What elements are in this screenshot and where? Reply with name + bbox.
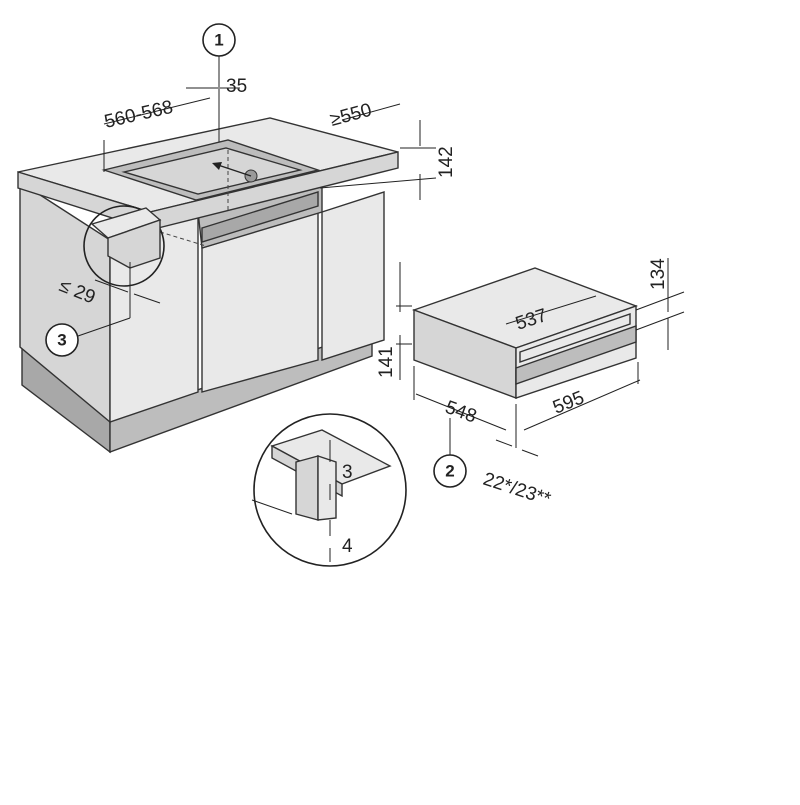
cutout-dimension-line bbox=[103, 97, 211, 125]
depth-dimension-line bbox=[341, 103, 401, 121]
callout-1-number: 1 bbox=[214, 31, 223, 50]
detail-gap-top-label: 3 bbox=[342, 462, 353, 483]
callout-2-number: 2 bbox=[445, 462, 454, 481]
reveal-arrow-right bbox=[133, 293, 161, 304]
callout-3-circle bbox=[45, 323, 79, 357]
side-gap-label: 35 bbox=[226, 76, 247, 97]
cabinet-front-right-door bbox=[321, 191, 385, 361]
depth-dimension-line-drawer bbox=[415, 393, 507, 431]
drawer-handle bbox=[515, 325, 637, 385]
callout-3: 3 bbox=[45, 317, 131, 357]
detail-floor-line bbox=[251, 499, 293, 515]
drawer-front-panel-top bbox=[519, 313, 631, 363]
reveal-arrow-left bbox=[94, 279, 129, 293]
offset-arrow-left bbox=[495, 439, 513, 447]
detail-panel-left bbox=[295, 455, 319, 521]
depth-arrowhead bbox=[212, 162, 222, 170]
cabinet-niche-inner bbox=[201, 191, 319, 243]
worktop-height-label: 142 bbox=[436, 146, 457, 178]
offset-arrow-right bbox=[521, 449, 539, 457]
drawer-width-label: 595 bbox=[550, 387, 587, 418]
callout-3-number: 3 bbox=[57, 331, 66, 350]
worktop-height-ext-bottom bbox=[319, 177, 437, 189]
magnified-front-panel bbox=[107, 219, 161, 269]
detail-circle bbox=[251, 413, 407, 567]
depth-arrow bbox=[217, 164, 252, 177]
drawer-height-ext-top bbox=[635, 291, 685, 311]
niche-height-label: 141 bbox=[376, 346, 397, 378]
callout-3-leader bbox=[77, 317, 131, 337]
callout-1-circle bbox=[202, 23, 236, 57]
inner-depth-line bbox=[505, 295, 597, 325]
detail-gap-bottom-label: 4 bbox=[342, 536, 353, 557]
min-depth-label: ≥550 bbox=[328, 100, 374, 131]
callout-2: 2 bbox=[433, 454, 467, 488]
detail-magnifier-left bbox=[83, 205, 165, 287]
width-dimension-line bbox=[523, 379, 641, 431]
hidden-edge-line bbox=[159, 231, 207, 247]
callout-2-circle bbox=[433, 454, 467, 488]
cutout-width-label: 560-568 bbox=[102, 97, 175, 133]
detail-panel-front bbox=[317, 455, 337, 521]
drawer-depth-label: 548 bbox=[442, 397, 479, 428]
drawer-height-ext-bottom bbox=[635, 311, 685, 331]
kitchen-cabinet bbox=[17, 117, 399, 454]
drawer-height-label: 134 bbox=[648, 258, 669, 290]
hob-cutout-floor bbox=[121, 147, 303, 195]
callout-1: 1 bbox=[202, 23, 236, 57]
warming-drawer bbox=[396, 258, 685, 457]
dimension-lines-top bbox=[103, 55, 437, 200]
front-offset-label: 22*/23** bbox=[480, 469, 553, 511]
